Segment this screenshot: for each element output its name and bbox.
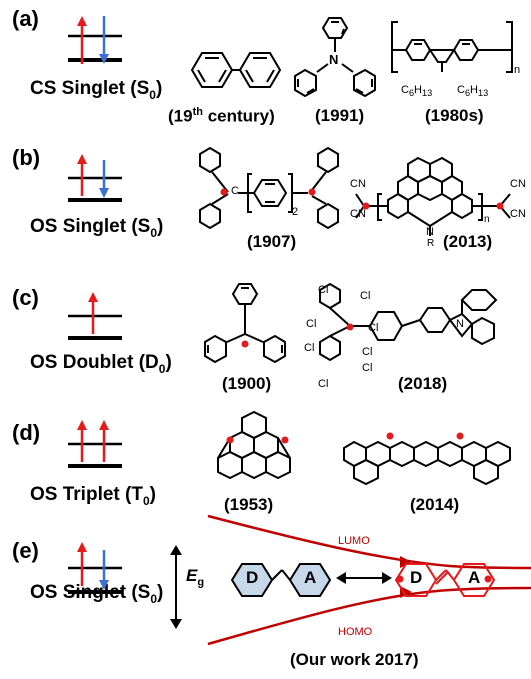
r-group-label: R bbox=[427, 238, 435, 249]
acceptor-label-cs: A bbox=[304, 568, 317, 587]
cl-label-6: Cl bbox=[362, 346, 373, 358]
acceptor-label-os: A bbox=[468, 568, 481, 587]
extended-diradical-structure bbox=[343, 440, 511, 486]
spin-diagram-c bbox=[68, 292, 122, 340]
year-b1: (1907) bbox=[247, 232, 297, 251]
radical-dot-d4 bbox=[456, 432, 464, 440]
hexyl-label-a: C6H13 bbox=[401, 84, 433, 99]
repeat-subscript-2: 2 bbox=[292, 206, 299, 218]
cl-label-4: Cl bbox=[368, 322, 379, 334]
lumo-label: LUMO bbox=[338, 535, 370, 547]
radical-dot-c2 bbox=[346, 323, 354, 331]
state-label-a: CS Singlet (S0) bbox=[30, 78, 163, 102]
cn-label-1: CN bbox=[350, 178, 366, 190]
cn-polymer-structure bbox=[355, 156, 511, 236]
cl-label-3: Cl bbox=[306, 318, 317, 330]
radical-dot-e2 bbox=[484, 575, 492, 583]
cl-label-7: Cl bbox=[362, 362, 373, 374]
ttm-carbazole-structure bbox=[319, 282, 498, 362]
state-label-d: OS Triplet (T0) bbox=[30, 484, 156, 508]
year-a3: (1980s) bbox=[425, 106, 484, 125]
radical-dot-b3 bbox=[362, 202, 370, 210]
open-shell-da-molecule bbox=[394, 563, 496, 597]
donor-label-cs: D bbox=[246, 568, 259, 587]
thiele-hydrocarbon-structure bbox=[199, 146, 339, 230]
year-b2: (2013) bbox=[443, 232, 493, 251]
energy-gap-arrow bbox=[170, 545, 182, 629]
spin-diagram-a bbox=[68, 16, 122, 64]
radical-carbon-b1: C bbox=[231, 185, 239, 197]
hexyl-label-b: C6H13 bbox=[457, 84, 489, 99]
year-a2: (1991) bbox=[315, 106, 365, 125]
homo-label: HOMO bbox=[338, 626, 373, 638]
radical-dot-d3 bbox=[386, 432, 394, 440]
panel-b-label: (b) bbox=[12, 145, 41, 170]
panel-c-label: (c) bbox=[12, 285, 39, 310]
state-label-c: OS Doublet (D0) bbox=[30, 352, 172, 376]
biphenyl-structure bbox=[190, 52, 282, 88]
resonance-arrow bbox=[336, 572, 392, 584]
year-d1: (1953) bbox=[224, 495, 274, 514]
cl-label-2: Cl bbox=[360, 290, 371, 302]
triangulene-structure bbox=[217, 410, 291, 480]
cn-label-3: CN bbox=[510, 178, 526, 190]
trityl-radical-structure bbox=[204, 283, 286, 364]
spin-diagram-b bbox=[68, 154, 122, 202]
year-c2: (2018) bbox=[398, 374, 448, 393]
year-a1: (19th century) bbox=[168, 106, 275, 126]
radical-dot-b4 bbox=[496, 202, 504, 210]
spin-diagram-e bbox=[68, 542, 122, 594]
polyfluorene-structure bbox=[391, 21, 513, 73]
radical-dot-e1 bbox=[396, 575, 404, 583]
cl-label-5: Cl bbox=[304, 342, 315, 354]
radical-dot-b2 bbox=[308, 188, 316, 196]
cn-label-2: CN bbox=[350, 208, 366, 220]
polymer-n-subscript-b: n bbox=[484, 214, 490, 225]
cn-label-4: CN bbox=[510, 208, 526, 220]
panel-e-label: (e) bbox=[12, 538, 39, 563]
state-label-b: OS Singlet (S0) bbox=[30, 216, 164, 240]
polymer-n-subscript-a: n bbox=[514, 64, 521, 76]
radical-dot-b1 bbox=[220, 188, 228, 196]
donor-label-os: D bbox=[410, 568, 423, 587]
radical-dot-d2 bbox=[281, 436, 289, 444]
year-c1: (1900) bbox=[222, 374, 272, 393]
cl-label-8: Cl bbox=[318, 378, 329, 390]
panel-a-label: (a) bbox=[12, 6, 39, 31]
spin-diagram-d bbox=[68, 420, 122, 468]
radical-dot-d1 bbox=[226, 436, 234, 444]
amine-nitrogen: N bbox=[329, 52, 339, 67]
radical-dot-c1 bbox=[241, 340, 249, 348]
carbazole-nitrogen-b: N bbox=[426, 226, 434, 238]
carbazole-nitrogen-c: N bbox=[456, 318, 464, 330]
panel-d-label: (d) bbox=[12, 420, 41, 445]
triphenylamine-structure bbox=[294, 17, 376, 98]
energy-gap-label: Eg bbox=[186, 566, 205, 589]
year-e: (Our work 2017) bbox=[290, 650, 419, 669]
closed-shell-da-molecule bbox=[230, 563, 332, 597]
cl-label-1: Cl bbox=[318, 284, 329, 296]
year-d2: (2014) bbox=[410, 495, 460, 514]
